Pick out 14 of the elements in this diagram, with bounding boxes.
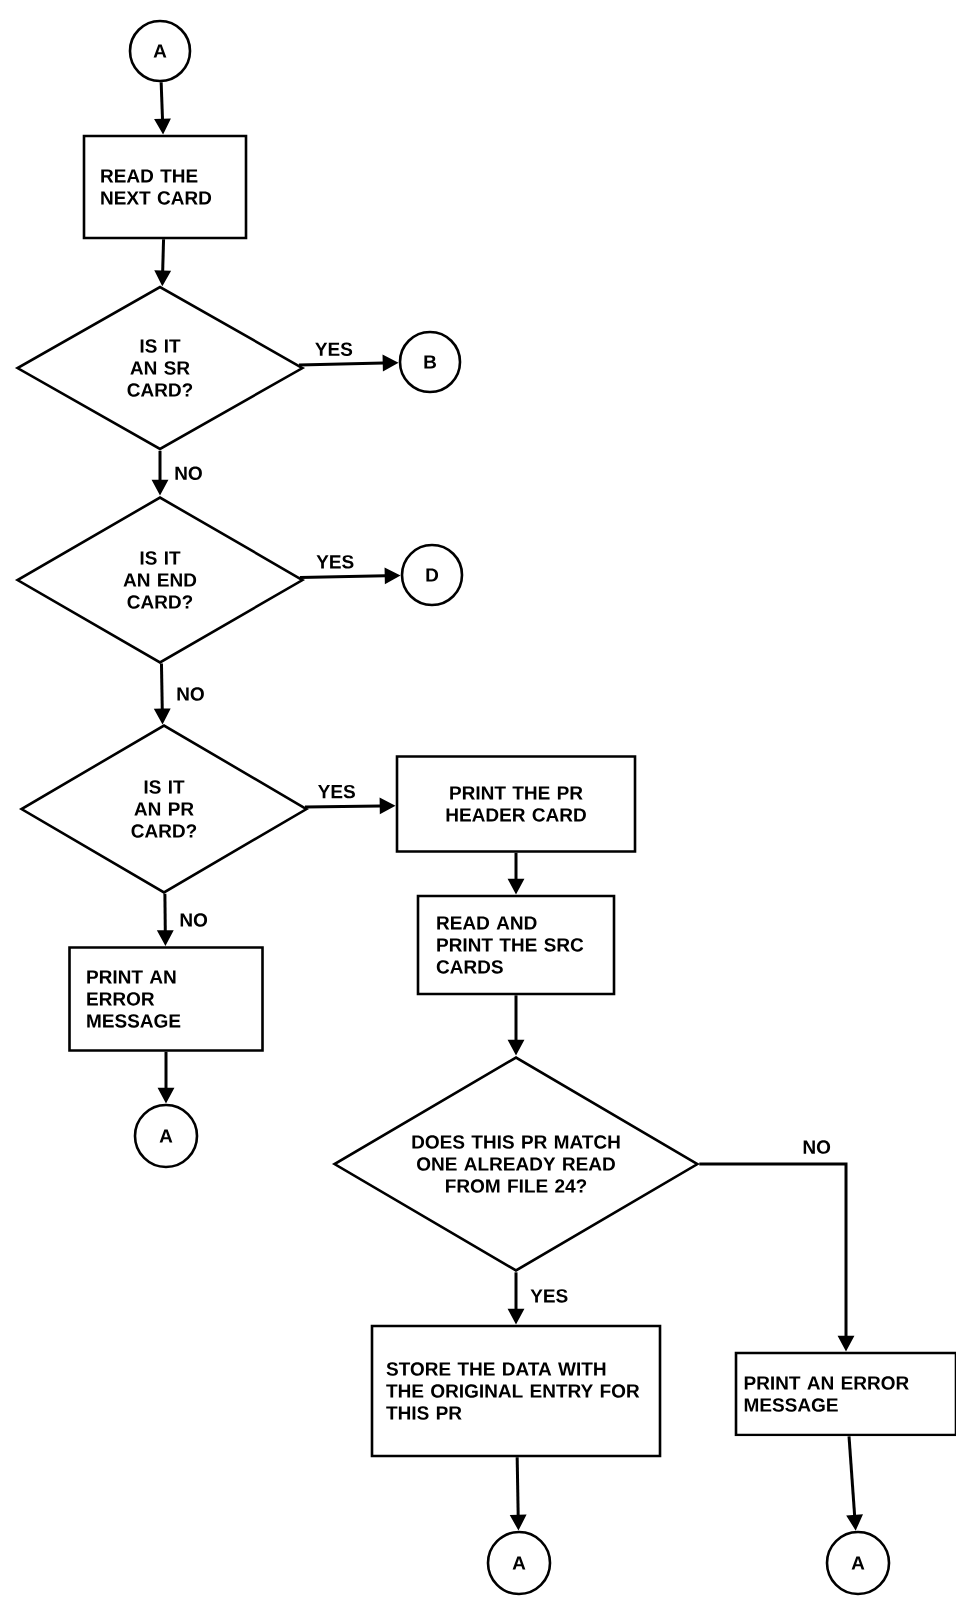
edge-label: NO: [177, 687, 204, 701]
process-box: PRINT AN ERROR MESSAGE: [734, 1351, 956, 1437]
process-box: PRINT THE PR HEADER CARD: [395, 755, 637, 853]
process-box: PRINT AN ERROR MESSAGE: [68, 946, 264, 1052]
process-box: READ THE NEXT CARD: [82, 134, 248, 240]
process-box: READ AND PRINT THE SRC CARDS: [416, 894, 616, 996]
edge-label: NO: [803, 1140, 831, 1154]
edge-label: NO: [180, 913, 208, 927]
edge-label: YES: [530, 1289, 568, 1303]
edge-label: NO: [175, 466, 202, 480]
process-box: STORE THE DATA WITH THE ORIGINAL ENTRY FOR THIS PR: [370, 1324, 662, 1458]
edge-label: YES: [318, 784, 355, 799]
edge-label: YES: [315, 342, 353, 356]
edge-label: YES: [316, 555, 354, 569]
